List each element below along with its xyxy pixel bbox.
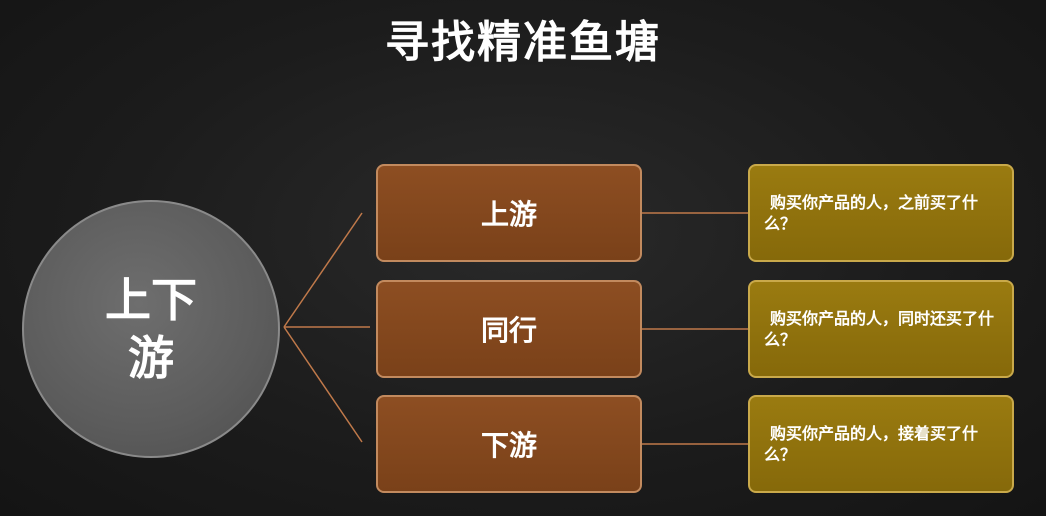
page-title: 寻找精准鱼塘 xyxy=(385,17,661,68)
connector-circle-to-downstream xyxy=(283,326,363,443)
peer-question-box: 购买你产品的人，同时还买了什么？ xyxy=(748,280,1014,378)
peer-label: 同行 xyxy=(480,314,537,347)
center-circle-label: 上下游 xyxy=(105,273,197,385)
downstream-box: 下游 xyxy=(376,395,642,493)
upstream-question-text: 购买你产品的人，之前买了什么？ xyxy=(764,193,979,233)
upstream-label: 上游 xyxy=(480,198,537,231)
upstream-box: 上游 xyxy=(376,164,642,262)
peer-box: 同行 xyxy=(376,280,642,378)
connector-circle-to-upstream xyxy=(283,212,363,328)
peer-question-text: 购买你产品的人，同时还买了什么？ xyxy=(764,309,995,349)
upstream-question-box: 购买你产品的人，之前买了什么？ xyxy=(748,164,1014,262)
downstream-question-box: 购买你产品的人，接着买了什么？ xyxy=(748,395,1014,493)
downstream-label: 下游 xyxy=(480,429,537,462)
downstream-question-text: 购买你产品的人，接着买了什么？ xyxy=(764,424,979,464)
center-circle: 上下游 xyxy=(22,200,280,458)
